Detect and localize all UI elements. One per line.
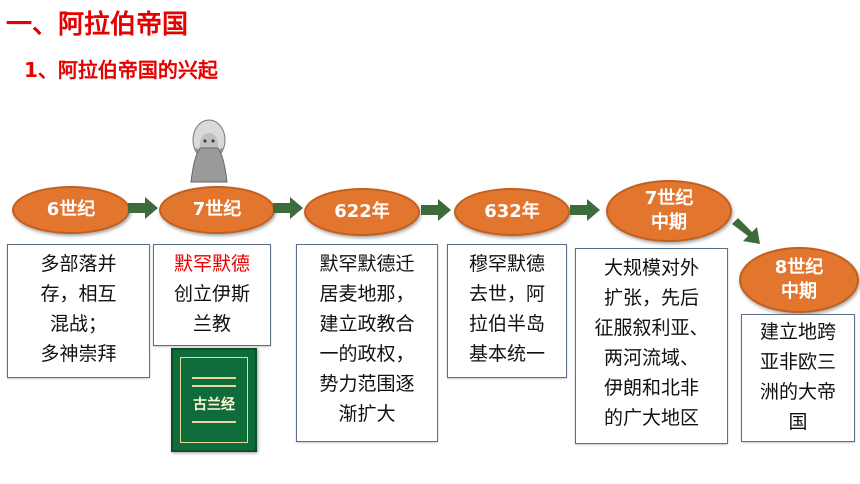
timeline-node-622: 622年 [304,188,420,236]
highlight-name: 默罕默德 [173,253,250,275]
timeline-desc-7th-century: 默罕默德 创立伊斯 兰教 [153,244,271,346]
right-arrow-icon [421,199,451,221]
down-right-arrow-icon [732,218,760,244]
timeline-node-6th-century: 6世纪 [12,186,130,234]
bearded-man-portrait-icon [190,119,228,183]
quran-book-icon: 古兰经 [171,348,257,452]
section-subtitle: 1、阿拉伯帝国的兴起 [24,58,218,82]
book-cover-label: 古兰经 [193,397,235,413]
right-arrow-icon [273,197,303,219]
timeline-desc-mid-7th-century: 大规模对外 扩张，先后 征服叙利亚、 两河流域、 伊朗和北非 的广大地区 [575,248,728,444]
timeline-desc-632: 穆罕默德 去世，阿 拉伯半岛 基本统一 [447,244,567,378]
timeline-node-mid-8th-century: 8世纪中期 [739,247,859,313]
right-arrow-icon [570,199,600,221]
timeline-desc-6th-century: 多部落并 存，相互 混战； 多神崇拜 [7,244,150,378]
timeline-desc-622: 默罕默德迁 居麦地那， 建立政教合 一的政权， 势力范围逐 渐扩大 [296,244,438,442]
timeline-node-mid-7th-century: 7世纪中期 [606,180,732,242]
timeline-desc-mid-8th-century: 建立地跨 亚非欧三 洲的大帝 国 [741,314,855,442]
right-arrow-icon [128,197,158,219]
timeline-node-632: 632年 [454,188,570,236]
page-title: 一、阿拉伯帝国 [6,10,189,40]
timeline-node-7th-century: 7世纪 [159,186,275,234]
